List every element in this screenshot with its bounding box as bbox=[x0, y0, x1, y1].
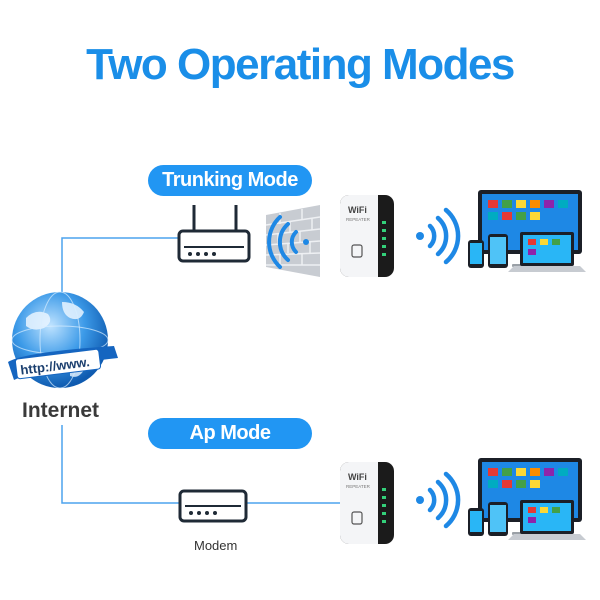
router-icon bbox=[177, 205, 251, 263]
repeater-brand: WiFi bbox=[348, 205, 367, 215]
internet-label: Internet bbox=[22, 399, 100, 422]
page-title: Two Operating Modes bbox=[86, 40, 515, 89]
modem-icon bbox=[178, 489, 248, 523]
wifi-repeater-icon: WiFi REPEATER bbox=[340, 195, 394, 277]
modem-label: Modem bbox=[194, 538, 238, 553]
wifi-signal-icon bbox=[416, 207, 461, 265]
client-devices-icon bbox=[468, 458, 586, 540]
globe-icon: http://www. bbox=[8, 291, 118, 389]
wifi-signal-icon bbox=[416, 471, 461, 529]
wifi-repeater-icon: WiFi REPEATER bbox=[340, 462, 394, 544]
repeater-brand: WiFi bbox=[348, 472, 367, 482]
trunking-mode-badge: Trunking Mode bbox=[148, 165, 312, 196]
client-devices-icon bbox=[468, 190, 586, 272]
ap-mode-badge: Ap Mode bbox=[148, 418, 312, 449]
repeater-sub: REPEATER bbox=[346, 484, 371, 489]
brick-wall-icon bbox=[265, 205, 321, 277]
repeater-sub: REPEATER bbox=[346, 217, 371, 222]
